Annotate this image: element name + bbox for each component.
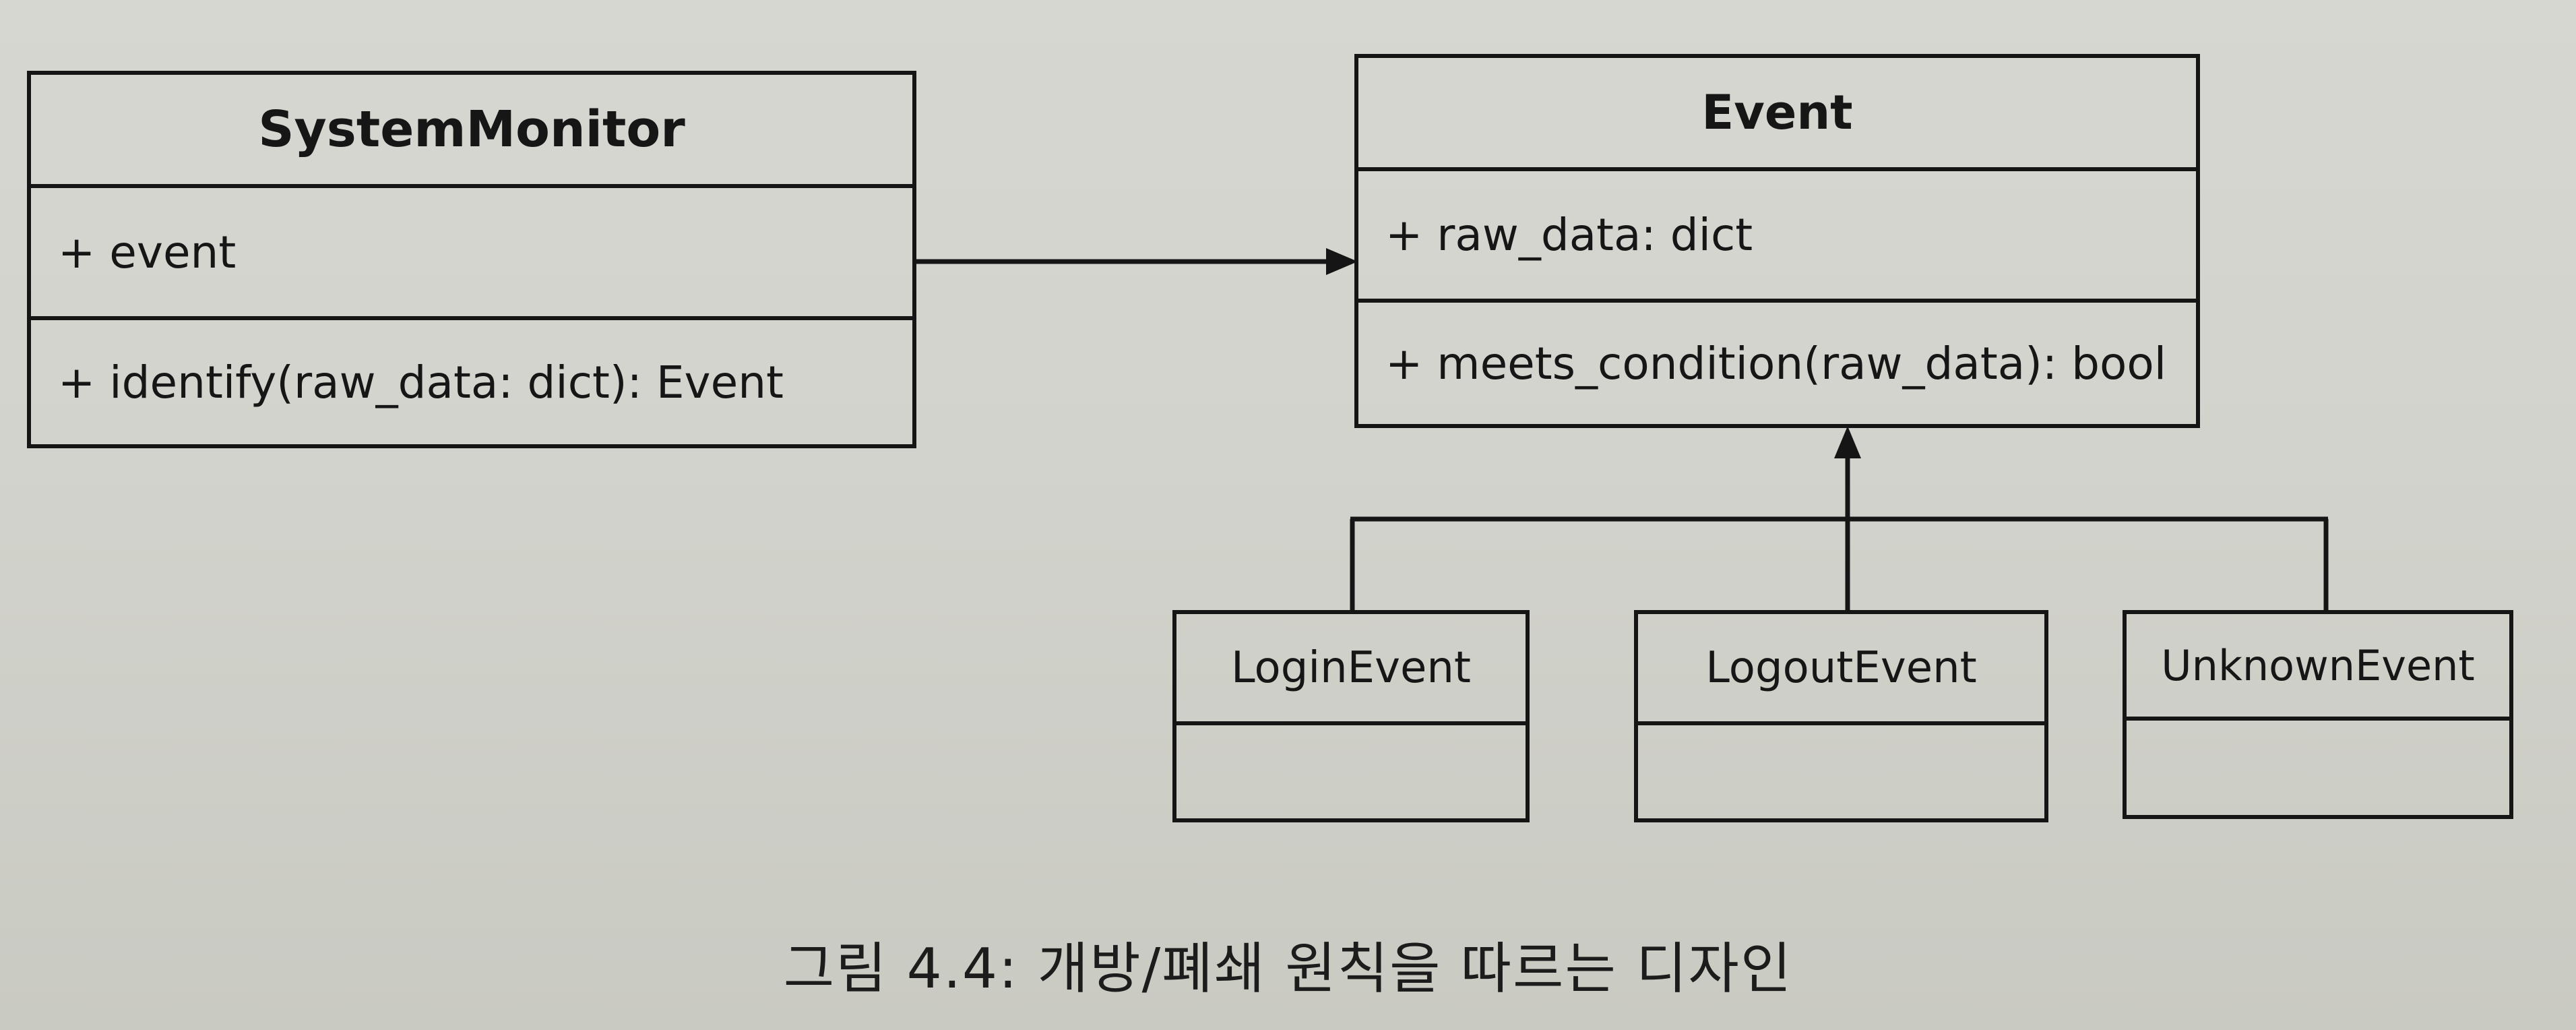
- figure-caption: 그림 4.4: 개방/폐쇄 원칙을 따르는 디자인: [783, 937, 1793, 1001]
- event-operation-meets-condition: + meets_condition(raw_data): bool: [1385, 337, 2167, 390]
- system-monitor-operations: + identify(raw_data: dict): Event: [31, 320, 912, 444]
- login-event-body: [1176, 725, 1526, 818]
- event-name: Event: [1358, 58, 2196, 171]
- event-attributes: + raw_data: dict: [1358, 171, 2196, 303]
- event-class: Event + raw_data: dict + meets_condition…: [1354, 54, 2200, 428]
- inheritance-arrowhead: [1834, 426, 1861, 458]
- unknown-event-body: [2127, 721, 2509, 815]
- logout-event-body: [1638, 725, 2044, 818]
- system-monitor-name: SystemMonitor: [31, 75, 912, 188]
- logout-event-name: LogoutEvent: [1638, 614, 2044, 725]
- association-arrowhead: [1326, 248, 1358, 275]
- event-operations: + meets_condition(raw_data): bool: [1358, 303, 2196, 424]
- event-attribute-raw-data: + raw_data: dict: [1385, 209, 1753, 261]
- unknown-event-class: UnknownEvent: [2123, 610, 2513, 819]
- logout-event-class: LogoutEvent: [1634, 610, 2048, 822]
- system-monitor-class: SystemMonitor + event + identify(raw_dat…: [27, 71, 916, 448]
- login-event-class: LoginEvent: [1172, 610, 1530, 822]
- unknown-event-name: UnknownEvent: [2127, 614, 2509, 721]
- system-monitor-attribute-event: + event: [58, 226, 237, 278]
- login-event-name: LoginEvent: [1176, 614, 1526, 725]
- system-monitor-attributes: + event: [31, 188, 912, 320]
- system-monitor-operation-identify: + identify(raw_data: dict): Event: [58, 356, 784, 408]
